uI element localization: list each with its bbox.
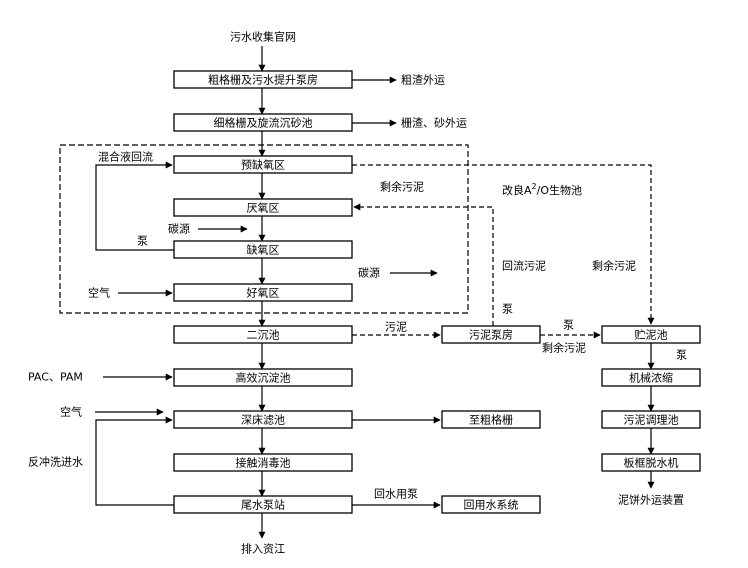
coarse-screen-label: 粗格栅及污水提升泵房	[208, 73, 318, 87]
box-press: 板框脱水机	[601, 453, 701, 472]
secondary-clarifier-label: 二沉池	[247, 329, 280, 342]
mixed-liquor-return-label: 混合液回流	[98, 150, 153, 164]
return-sludge-line	[353, 203, 494, 326]
anaerobic-label: 厌氧区	[247, 201, 280, 215]
box-anaerobic: 厌氧区	[173, 198, 353, 217]
return-sludge-label: 回流污泥	[502, 259, 546, 273]
backwash-in-label: 反冲洗进水	[28, 455, 83, 469]
carbon-source-b-label: 碳源	[358, 266, 380, 280]
bio-tank-frame	[59, 144, 469, 314]
pump-d-label: 泵	[676, 349, 687, 362]
excess-sludge-line	[352, 164, 655, 325]
aerobic-label: 好氧区	[247, 286, 280, 300]
disinfection-label: 接触消毒池	[236, 456, 291, 470]
box-reuse-system: 回用水系统	[441, 495, 541, 514]
pre-anoxic-label: 预缺氧区	[241, 158, 285, 172]
box-conditioning: 污泥调理池	[601, 410, 701, 429]
screenings-sand-out-label: 栅渣、砂外运	[401, 116, 467, 130]
source-label: 污水收集官网	[230, 30, 296, 44]
excess-sludge-c-label: 剩余污泥	[542, 341, 586, 355]
process-name-label: 改良A2/O生物池	[502, 182, 582, 197]
pump-b-label: 泵	[502, 303, 513, 316]
conditioning-label: 污泥调理池	[624, 414, 679, 427]
pac-pam-label: PAC、PAM	[28, 371, 83, 384]
box-tail-pump: 尾水泵站	[173, 495, 353, 514]
thickener-label: 机械浓缩	[629, 371, 673, 385]
coarse-residue-out-label: 粗渣外运	[401, 73, 445, 87]
tail-pump-label: 尾水泵站	[241, 498, 285, 512]
sludge-pump-room-label: 污泥泵房	[469, 329, 513, 342]
box-fine-screen: 细格栅及旋流沉砂池	[173, 113, 353, 132]
mixed-liquor-return-line	[95, 161, 174, 251]
pump-a-label: 泵	[137, 235, 148, 248]
high-eff-sed-label: 高效沉淀池	[236, 371, 291, 385]
backwash-line	[95, 416, 174, 506]
excess-sludge-b-label: 剩余污泥	[592, 259, 636, 273]
fine-screen-label: 细格栅及旋流沉砂池	[214, 116, 313, 130]
excess-sludge-a-label: 剩余污泥	[380, 180, 424, 194]
pump-c-label: 泵	[563, 319, 574, 332]
reuse-system-label: 回用水系统	[464, 499, 519, 512]
air-a-label: 空气	[88, 286, 110, 300]
box-sludge-tank: 贮泥池	[601, 325, 701, 344]
sludge-tank-label: 贮泥池	[635, 329, 668, 342]
box-anoxic: 缺氧区	[173, 240, 353, 259]
cake-out-label: 泥饼外运装置	[618, 493, 684, 507]
discharge-label: 排入资江	[241, 542, 285, 556]
box-pre-anoxic: 预缺氧区	[173, 155, 353, 174]
box-sludge-pump-room: 污泥泵房	[441, 325, 541, 344]
box-coarse-screen: 粗格栅及污水提升泵房	[173, 70, 353, 89]
deep-filter-label: 深床滤池	[241, 413, 285, 427]
anoxic-label: 缺氧区	[247, 243, 280, 257]
box-thickener: 机械浓缩	[601, 368, 701, 387]
box-aerobic: 好氧区	[173, 283, 353, 302]
reuse-pump-label: 回水用泵	[374, 488, 418, 501]
box-high-eff-sed: 高效沉淀池	[173, 368, 353, 387]
box-deep-filter: 深床滤池	[173, 410, 353, 429]
to-coarse-screen-label: 至粗格栅	[469, 413, 513, 427]
box-secondary-clarifier: 二沉池	[173, 325, 353, 344]
press-label: 板框脱水机	[624, 456, 679, 470]
box-to-coarse-screen: 至粗格栅	[441, 410, 541, 429]
sludge-label: 污泥	[385, 321, 407, 334]
carbon-source-a-label: 碳源	[168, 222, 190, 236]
box-disinfection: 接触消毒池	[173, 453, 353, 472]
air-b-label: 空气	[60, 405, 82, 419]
